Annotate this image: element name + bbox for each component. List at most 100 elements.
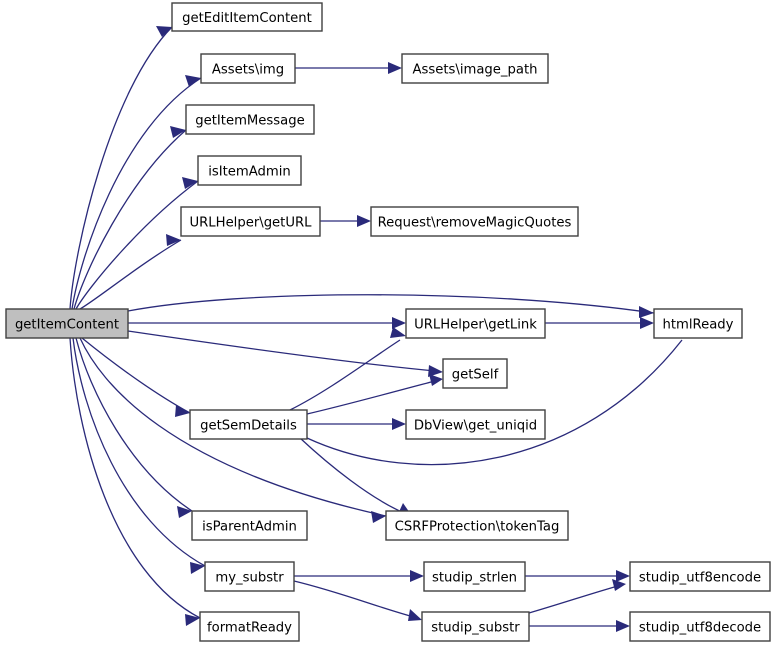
- arrowhead-icon: [390, 327, 406, 338]
- node-box[interactable]: [5, 308, 129, 339]
- node-box[interactable]: [653, 308, 743, 339]
- edge-getItemContent-to-getSelf: [127, 330, 443, 377]
- arrowhead-icon: [410, 570, 424, 582]
- arrowhead-icon: [612, 579, 626, 591]
- node-box[interactable]: [405, 409, 546, 440]
- arrowhead-icon: [166, 234, 181, 246]
- arrowhead-icon: [170, 126, 186, 138]
- edge-my_substr-to-studip_strlen: [294, 570, 424, 582]
- arrowhead-icon: [156, 26, 172, 37]
- node-box[interactable]: [370, 206, 579, 237]
- edge-getItemContent-to-URLHelper_getLink: [128, 317, 406, 329]
- edge-line: [299, 437, 405, 514]
- edge-getItemContent-to-formatReady: [69, 337, 201, 626]
- arrowhead-icon: [388, 62, 402, 74]
- edge-line: [289, 339, 401, 411]
- node-htmlReady[interactable]: htmlReady: [653, 308, 743, 339]
- node-my_substr[interactable]: my_substr: [204, 561, 295, 592]
- node-box[interactable]: [185, 104, 315, 135]
- edge-getItemContent-to-my_substr: [72, 337, 206, 574]
- edge-studip_strlen-to-studip_utf8encode: [525, 570, 630, 582]
- node-box[interactable]: [385, 510, 569, 541]
- node-getSelf[interactable]: getSelf: [442, 358, 508, 389]
- arrowhead-icon: [185, 614, 200, 626]
- node-box[interactable]: [199, 611, 300, 642]
- arrowhead-icon: [357, 215, 371, 227]
- node-studip_utf8decode[interactable]: studip_utf8decode: [629, 611, 771, 642]
- edge-getItemContent-to-isParentAdmin: [75, 337, 193, 518]
- edge-Assets_img-to-Assets_image_path: [295, 62, 402, 74]
- node-box[interactable]: [423, 561, 526, 592]
- edge-getSemDetails-to-URLHelper_getLink: [289, 327, 406, 411]
- edge-line: [69, 337, 201, 619]
- node-getItemMessage[interactable]: getItemMessage: [185, 104, 315, 135]
- node-URLHelper_getLink[interactable]: URLHelper\getLink: [405, 308, 546, 339]
- node-DbView_get_uniqid[interactable]: DbView\get_uniqid: [405, 409, 546, 440]
- node-isItemAdmin[interactable]: isItemAdmin: [197, 155, 302, 186]
- node-studip_utf8encode[interactable]: studip_utf8encode: [629, 561, 771, 592]
- node-CSRFProtection_tokenTag[interactable]: CSRFProtection\tokenTag: [385, 510, 569, 541]
- node-Assets_img[interactable]: Assets\img: [200, 53, 296, 84]
- edge-URLHelper_getLink-to-htmlReady: [545, 317, 654, 329]
- node-getSemDetails[interactable]: getSemDetails: [189, 409, 308, 440]
- node-getEditItemContent[interactable]: getEditItemContent: [171, 2, 323, 32]
- edge-line: [293, 580, 415, 618]
- edge-getItemContent-to-htmlReady: [127, 294, 655, 318]
- node-box[interactable]: [405, 308, 546, 339]
- node-box[interactable]: [197, 155, 302, 186]
- node-box[interactable]: [421, 611, 530, 642]
- node-box[interactable]: [189, 409, 308, 440]
- edge-my_substr-to-studip_substr: [293, 580, 422, 621]
- node-studip_strlen[interactable]: studip_strlen: [423, 561, 526, 592]
- node-URLHelper_getURL[interactable]: URLHelper\getURL: [180, 206, 321, 237]
- edge-studip_substr-to-studip_utf8encode: [528, 579, 626, 614]
- edge-line: [72, 337, 206, 567]
- arrowhead-icon: [185, 75, 201, 87]
- edge-studip_substr-to-studip_utf8decode: [529, 620, 630, 632]
- edge-line: [127, 294, 655, 314]
- edge-layer: [69, 26, 686, 632]
- arrowhead-icon: [182, 177, 198, 189]
- arrowhead-icon: [428, 365, 443, 377]
- edge-line: [306, 339, 683, 466]
- node-isParentAdmin[interactable]: isParentAdmin: [191, 510, 308, 541]
- arrowhead-icon: [190, 562, 205, 574]
- edge-getItemContent-to-getItemMessage: [73, 126, 187, 310]
- node-box[interactable]: [171, 2, 323, 32]
- edge-getItemContent-to-CSRFProtection_tokenTag: [79, 337, 387, 523]
- arrowhead-icon: [429, 374, 443, 386]
- node-box[interactable]: [204, 561, 295, 592]
- node-studip_substr[interactable]: studip_substr: [421, 611, 530, 642]
- edge-line: [81, 337, 191, 414]
- edge-URLHelper_getURL-to-Request_removeMagicQuotes: [320, 215, 371, 227]
- node-box[interactable]: [200, 53, 296, 84]
- edge-line: [79, 239, 182, 310]
- edge-getItemContent-to-URLHelper_getURL: [79, 234, 182, 310]
- node-formatReady[interactable]: formatReady: [199, 611, 300, 642]
- edge-line: [71, 77, 202, 310]
- edge-getSemDetails-to-getSelf: [306, 374, 443, 415]
- node-getItemContent[interactable]: getItemContent: [5, 308, 129, 339]
- arrowhead-icon: [175, 405, 190, 417]
- node-box[interactable]: [191, 510, 308, 541]
- arrowhead-icon: [392, 418, 406, 430]
- node-Assets_image_path[interactable]: Assets\image_path: [401, 53, 549, 84]
- arrowhead-icon: [392, 317, 406, 329]
- edge-getItemContent-to-Assets_img: [71, 75, 202, 310]
- edge-line: [69, 26, 173, 310]
- node-box[interactable]: [401, 53, 549, 84]
- edge-line: [75, 337, 193, 512]
- edge-line: [528, 585, 619, 614]
- node-box[interactable]: [629, 611, 771, 642]
- edge-line: [73, 129, 187, 310]
- node-box[interactable]: [442, 358, 508, 389]
- arrowhead-icon: [616, 570, 630, 582]
- node-Request_removeMagicQuotes[interactable]: Request\removeMagicQuotes: [370, 206, 579, 237]
- arrowhead-icon: [616, 620, 630, 632]
- edge-getItemContent-to-isItemAdmin: [75, 177, 199, 310]
- edge-line: [306, 380, 436, 415]
- node-box[interactable]: [180, 206, 321, 237]
- node-box[interactable]: [629, 561, 771, 592]
